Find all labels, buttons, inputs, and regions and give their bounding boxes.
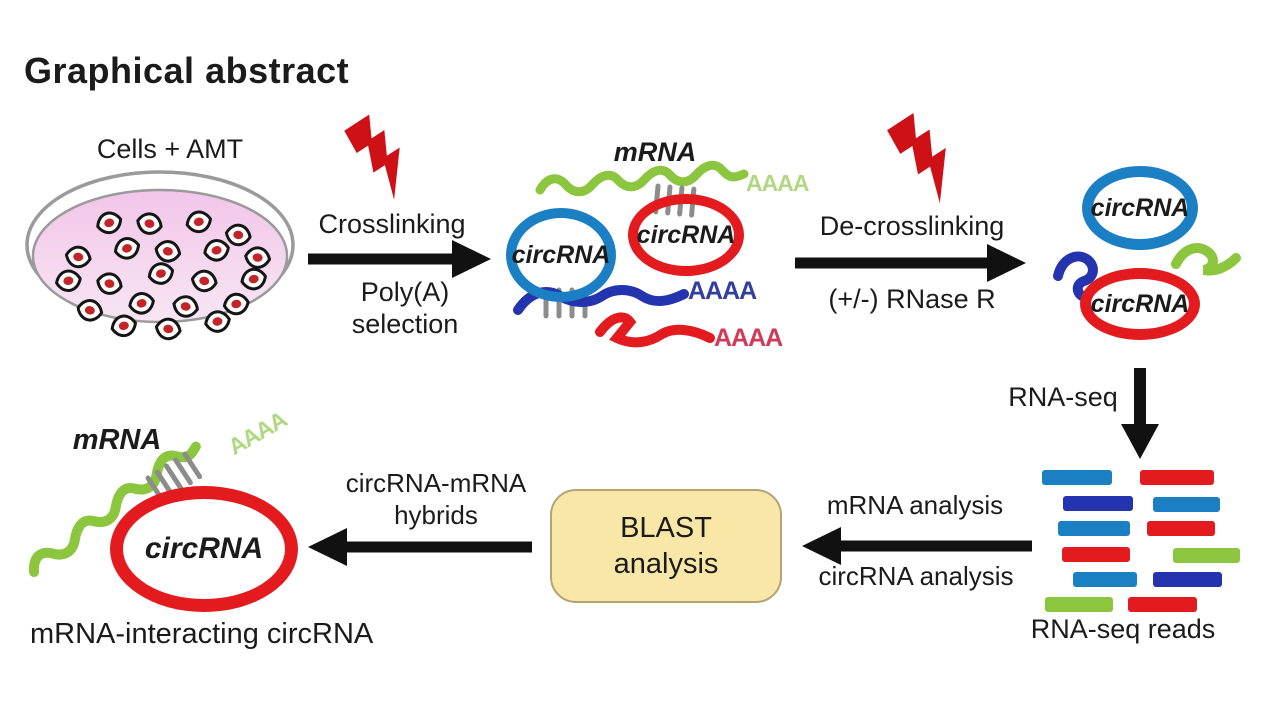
rnaseq-reads-caption: RNA-seq reads [1030,614,1216,644]
page-title: Graphical abstract [24,50,350,91]
rna-seq-read-bar [1128,597,1197,612]
circrna-red-circle: circRNA [1080,268,1200,340]
circrna-red-circle: circRNA [628,194,744,276]
decrosslinking-label: De-crosslinking [819,211,1005,241]
rna-fragment-blue [1053,251,1098,301]
petri-dish [25,170,295,343]
linear-blue-polya-tail: AAAA [688,277,757,305]
mrna-analysis-label: mRNA analysis [826,490,1004,520]
circrna-blue-circle: circRNA [1082,166,1198,250]
circrna-label: circRNA [1090,289,1190,318]
hybrids-label-line2: hybrids [394,500,478,530]
blast-box-line2: analysis [613,548,719,580]
polya-selection-label-line1: Poly(A) [360,277,450,307]
rna-seq-read-bar [1062,547,1130,562]
rna-seq-read-bar [1058,521,1130,536]
circrna-label: circRNA [511,240,611,269]
crosslinking-arrow [308,240,491,278]
result-caption: mRNA-interacting circRNA [30,618,374,650]
rna-seq-read-bar [1153,497,1220,512]
rna-seq-read-bar [1173,548,1240,563]
polya-selection-label-line2: selection [351,309,459,339]
circrna-label: circRNA [144,532,264,565]
rna-seq-read-bar [1140,470,1214,485]
petri-dish-label: Cells + AMT [96,134,244,164]
linear-rna-red [595,312,715,348]
circrna-blue-circle: circRNA [506,208,616,302]
crosslinking-label: Crosslinking [318,209,466,239]
rna-seq-read-bar [1045,597,1113,612]
linear-red-polya-tail: AAAA [714,324,783,352]
rna-seq-read-bar [1063,496,1133,511]
mrna-strand [535,160,749,197]
lightning-bolt-icon [342,110,422,203]
rna-fragment-green [1171,243,1241,276]
rna-seq-read-bar [1153,572,1222,587]
blast-box-line1: BLAST [620,511,712,544]
analysis-arrow [802,527,1032,565]
hybrids-arrow [308,528,532,566]
rna-seq-read-bar [1147,521,1215,536]
mrna-polya-tail: AAAA [746,170,809,196]
mrna-label: mRNA [613,137,697,167]
rnaseq-down-arrow [1121,368,1159,459]
blast-analysis-box: BLAST analysis [550,489,782,603]
rnase-r-label: (+/-) RNase R [828,284,996,314]
rna-seq-read-bar [1042,470,1112,485]
mrna-strand [28,441,201,577]
lightning-bolt-icon [885,108,970,207]
circrna-analysis-label: circRNA analysis [818,561,1014,591]
circrna-red-circle: circRNA [110,486,298,612]
rna-seq-read-bar [1073,572,1137,587]
decrosslinking-arrow [795,244,1026,282]
circrna-label: circRNA [1090,193,1190,222]
hybrids-label-line1: circRNA-mRNA [345,468,527,498]
rnaseq-label: RNA-seq [1008,382,1118,412]
circrna-label: circRNA [636,220,736,249]
mrna-label: mRNA [72,424,162,456]
